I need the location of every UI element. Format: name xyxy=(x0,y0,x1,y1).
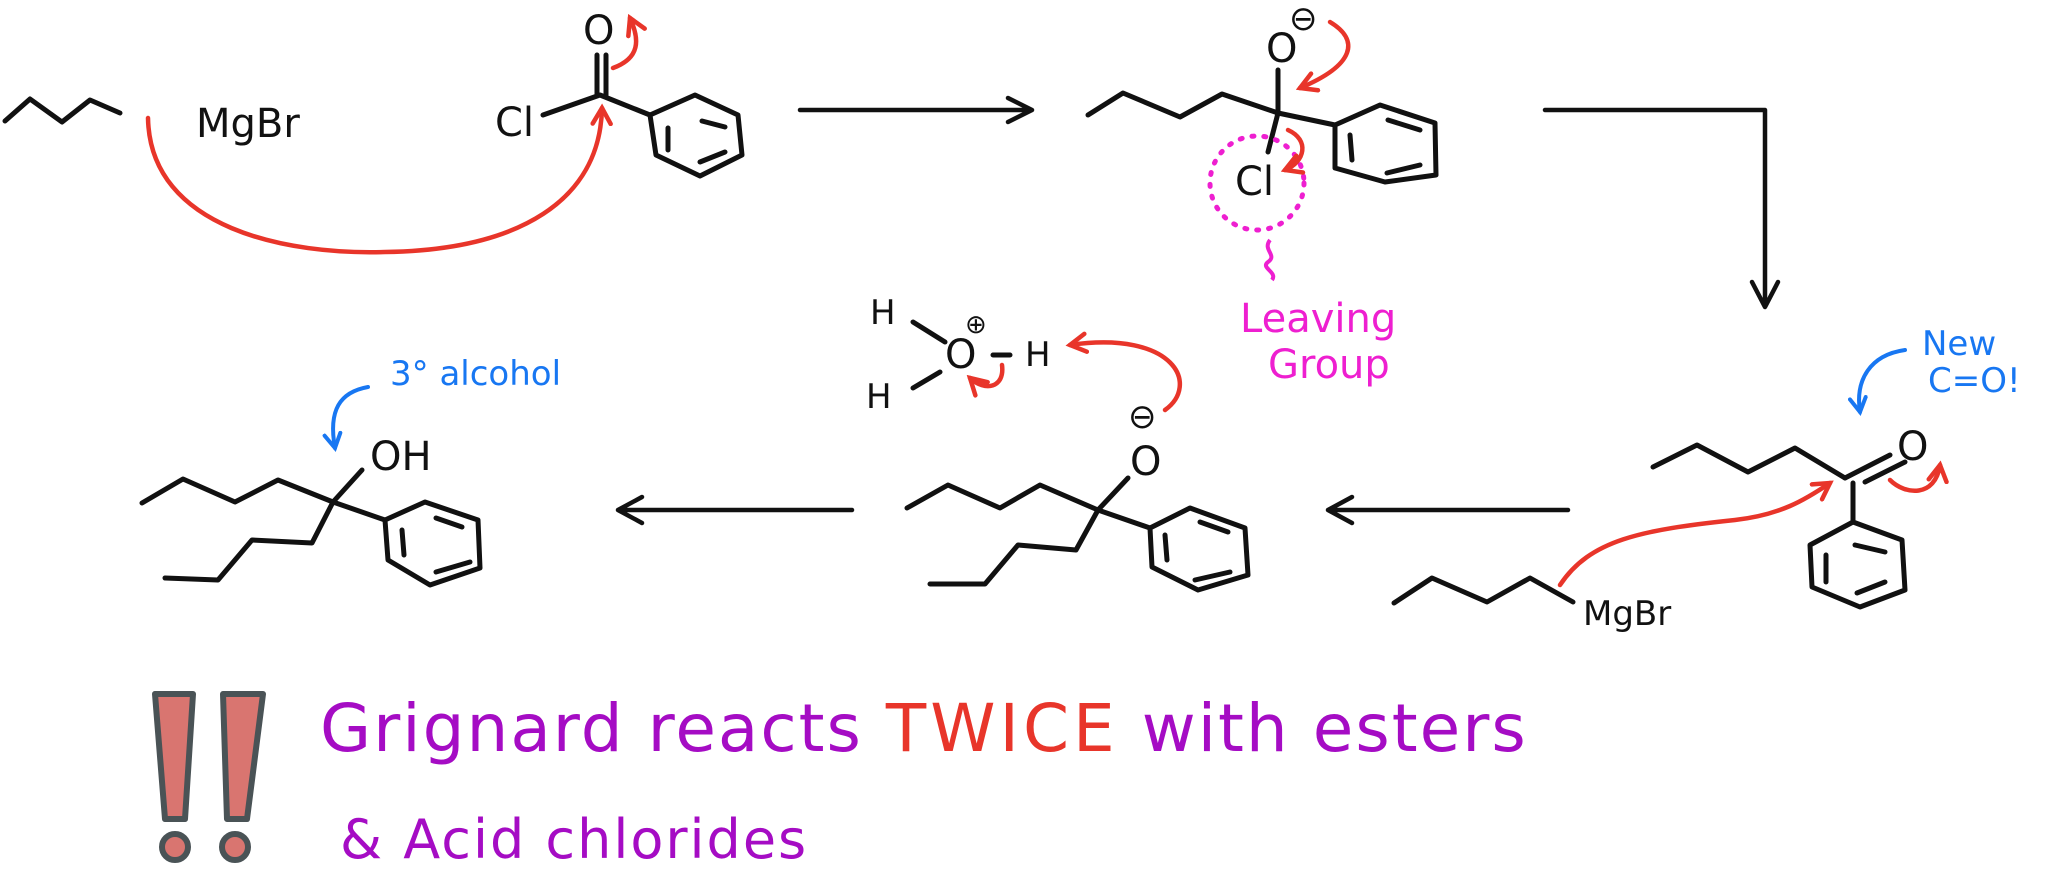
double-exclamation-icon xyxy=(152,691,266,863)
step1-reactants: MgBr Cl O xyxy=(2,8,745,255)
butyl-grignard-2: MgBr xyxy=(1391,575,1671,634)
tertiary-pointer xyxy=(322,385,370,452)
banner-post: with esters xyxy=(1118,690,1528,767)
hydroxyl-group: OH xyxy=(370,434,432,480)
reaction-arrow-2 xyxy=(1542,107,1781,310)
banner-line-1: Grignard reacts TWICE with esters xyxy=(320,690,1528,767)
ketone-oxygen: O xyxy=(1897,424,1928,470)
alkoxide-oxygen: O xyxy=(1266,26,1297,72)
squiggle-pointer xyxy=(1264,238,1276,282)
alkoxide-charge: ⊖ xyxy=(1128,397,1157,437)
leaving-label: Leaving xyxy=(1240,296,1396,342)
banner-pre: Grignard reacts xyxy=(320,690,886,767)
tertiary-alcohol-label: 3° alcohol xyxy=(390,354,561,394)
carbonyl-oxygen: O xyxy=(583,8,614,54)
cl-leaving-atom: Cl xyxy=(1235,159,1274,205)
new-label: New xyxy=(1922,324,1996,364)
negative-charge: ⊖ xyxy=(1289,0,1318,39)
banner-line-2: & Acid chlorides xyxy=(340,808,809,871)
benzene-ring xyxy=(1332,102,1439,185)
reaction-arrow-4 xyxy=(615,494,855,526)
mgbr-label-2: MgBr xyxy=(1583,594,1671,634)
hydronium-h1: H xyxy=(870,293,896,333)
benzene-ring xyxy=(382,499,483,588)
proton-transfer-arrow xyxy=(1065,331,1183,413)
hydronium-oxygen: O xyxy=(945,332,976,378)
alkoxide-oxygen-2: O xyxy=(1130,439,1161,485)
attack-arrow xyxy=(145,103,613,255)
cl-departure-arrow xyxy=(1280,127,1306,175)
pi-bond-arrow-2 xyxy=(1887,460,1949,493)
second-attack-arrow xyxy=(1557,480,1834,588)
benzene-ring xyxy=(647,92,745,179)
step5-product: 3° alcohol OH xyxy=(139,354,561,588)
reaction-arrow-1 xyxy=(797,95,1035,125)
hydronium-h2: H xyxy=(866,377,892,417)
pi-bond-arrow xyxy=(610,13,647,71)
banner-emphasis: TWICE xyxy=(885,690,1119,767)
step3-ketone: O New C=O! MgBr xyxy=(1391,324,2021,634)
step2-tetrahedral-intermediate: O ⊖ Cl Leaving Group xyxy=(1085,0,1439,388)
ox-h-bond-arrow xyxy=(966,362,1005,398)
leaving-group-circle xyxy=(1207,133,1307,233)
butyl-grignard-1: MgBr xyxy=(2,96,300,147)
step4-alkoxide: H H H O ⊕ ⊖ O xyxy=(866,293,1251,593)
hydronium-h3: H xyxy=(1025,335,1051,375)
mgbr-label: MgBr xyxy=(196,101,300,147)
benzene-ring xyxy=(1807,519,1908,610)
positive-charge: ⊕ xyxy=(965,310,987,340)
reform-carbonyl-arrow xyxy=(1295,19,1351,93)
reaction-arrow-3 xyxy=(1325,494,1571,526)
benzoyl-chloride: Cl O xyxy=(495,8,745,179)
cl-atom: Cl xyxy=(495,100,534,146)
benzene-ring xyxy=(1147,505,1251,593)
new-carbonyl-pointer xyxy=(1847,348,1907,416)
group-label: Group xyxy=(1268,342,1390,388)
new-carbonyl-label: C=O! xyxy=(1928,361,2021,401)
